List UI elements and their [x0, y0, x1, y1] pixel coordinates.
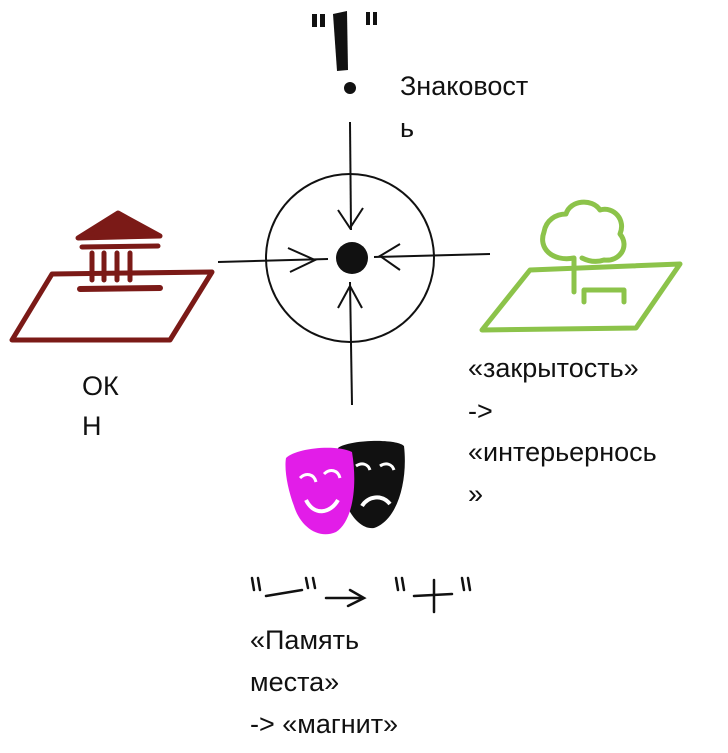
closed-label-line3: «интерьернось	[468, 437, 657, 467]
center-target-icon	[217, 121, 491, 406]
okn-label-line2: Н	[82, 411, 102, 441]
closed-label-line4: »	[468, 479, 484, 509]
okn-label-line1: ОК	[82, 371, 119, 401]
znakovost-label-line1: Знаковост	[400, 71, 529, 101]
znakovost-label-line2: ь	[400, 113, 415, 143]
memory-label-line2: места»	[250, 667, 340, 697]
top-sign-icon	[312, 11, 377, 71]
closed-label-line1: «закрытость»	[468, 353, 639, 383]
closed-label-line2: ->	[468, 396, 493, 426]
bullet-dot	[344, 82, 356, 94]
memory-label-line1: «Память	[250, 625, 360, 655]
memory-label-line3: -> «магнит»	[250, 709, 399, 739]
minus-plus-label: "—" → "+"	[250, 574, 255, 575]
theatre-masks-icon	[285, 440, 405, 535]
museum-building-icon	[9, 210, 215, 343]
minus-to-plus-sketch	[250, 576, 472, 614]
center-dot	[336, 242, 368, 274]
tree-park-icon	[479, 199, 683, 333]
